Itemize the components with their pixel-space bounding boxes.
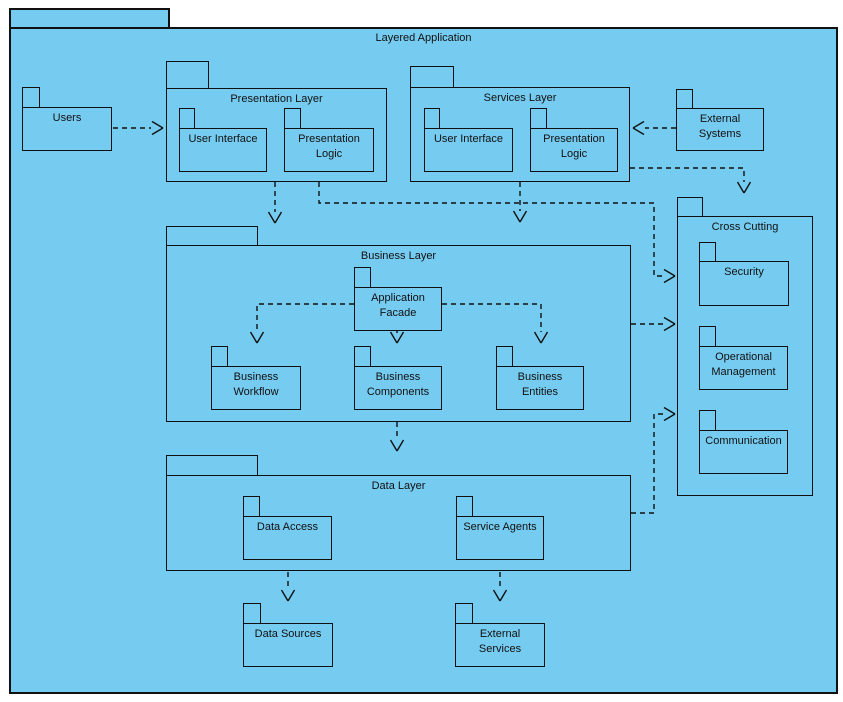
application-facade-label: Application Facade bbox=[371, 292, 425, 319]
data-layer-tab bbox=[166, 455, 258, 475]
layered-application-tab bbox=[9, 8, 170, 27]
operational-management-label: Operational Management bbox=[711, 351, 776, 378]
presentation-layer-label: Presentation Layer bbox=[230, 93, 323, 105]
pl-presentation-logic-label: Presentation Logic bbox=[298, 133, 360, 160]
data-access-tab bbox=[243, 496, 260, 516]
sl-presentation-logic-tab bbox=[530, 108, 547, 128]
business-entities-tab bbox=[496, 346, 513, 366]
sl-presentation-logic-label: Presentation Logic bbox=[543, 133, 605, 160]
sl-user-interface-tab bbox=[424, 108, 440, 128]
external-services-tab bbox=[455, 603, 473, 623]
cross-cutting-tab bbox=[677, 197, 703, 216]
business-components-tab bbox=[354, 346, 371, 366]
security-label: Security bbox=[724, 266, 764, 278]
business-layer-tab bbox=[166, 226, 258, 245]
cross-cutting-label: Cross Cutting bbox=[711, 221, 779, 233]
business-workflow-tab bbox=[211, 346, 228, 366]
business-entities-label: Business Entities bbox=[517, 371, 563, 398]
business-workflow-label: Business Workflow bbox=[233, 371, 279, 398]
users-label: Users bbox=[52, 112, 82, 124]
pl-presentation-logic-tab bbox=[284, 108, 301, 128]
layered-application-label: Layered Application bbox=[375, 32, 472, 44]
data-sources-tab bbox=[243, 603, 261, 623]
service-agents-tab bbox=[456, 496, 473, 516]
pl-user-interface-label: User Interface bbox=[188, 133, 258, 145]
pl-user-interface-tab bbox=[179, 108, 195, 128]
data-sources-label: Data Sources bbox=[254, 628, 322, 640]
external-systems-label: External Systems bbox=[698, 113, 742, 140]
business-layer-label: Business Layer bbox=[360, 250, 437, 262]
external-systems-tab bbox=[676, 89, 693, 108]
external-services-label: External Services bbox=[478, 628, 522, 655]
business-components-label: Business Components bbox=[366, 371, 430, 398]
services-layer-label: Services Layer bbox=[483, 92, 557, 104]
presentation-layer-tab bbox=[166, 61, 209, 88]
data-layer-label: Data Layer bbox=[371, 480, 426, 492]
sl-user-interface-label: User Interface bbox=[433, 133, 504, 145]
communication-tab bbox=[699, 410, 716, 430]
data-access-label: Data Access bbox=[256, 521, 319, 533]
security-tab bbox=[699, 242, 716, 261]
application-facade-tab bbox=[354, 267, 371, 287]
service-agents-label: Service Agents bbox=[463, 521, 537, 533]
users-tab bbox=[22, 87, 40, 107]
communication-label: Communication bbox=[705, 435, 782, 447]
operational-management-tab bbox=[699, 326, 716, 346]
services-layer-tab bbox=[410, 66, 454, 87]
